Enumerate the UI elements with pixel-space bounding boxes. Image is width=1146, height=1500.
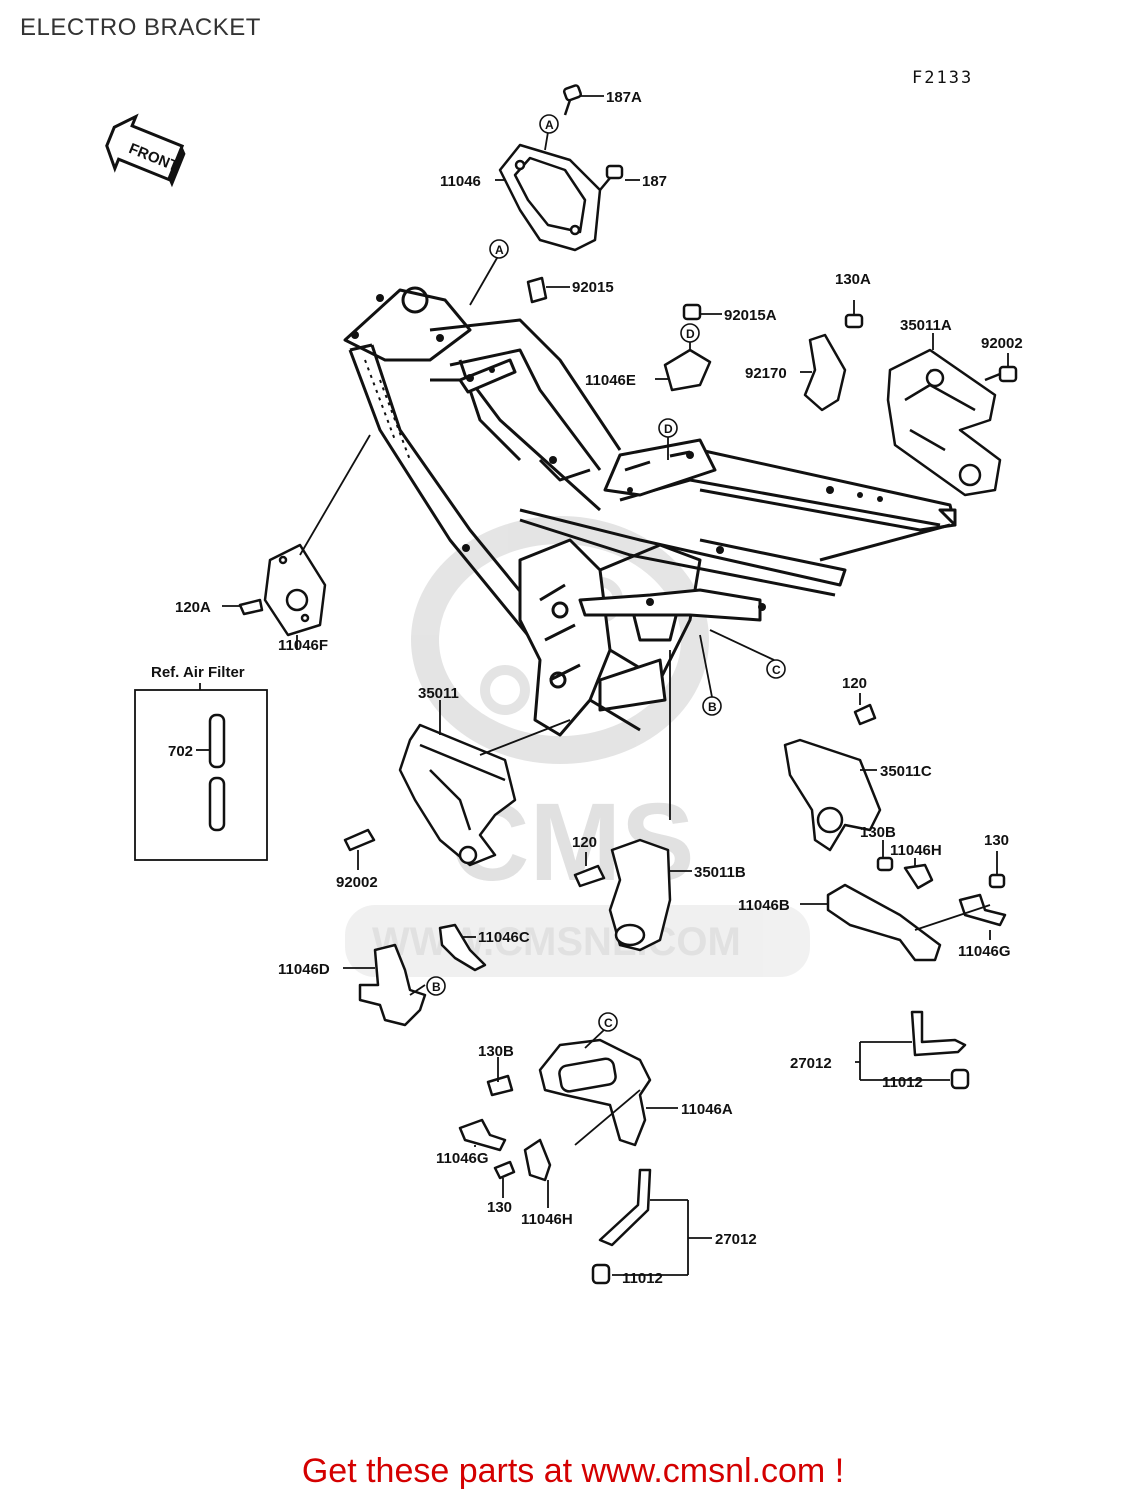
part-label: 120 — [572, 834, 597, 851]
part-label: 130B — [478, 1043, 514, 1060]
part-label: 130B — [860, 824, 896, 841]
part-label: 11046B — [738, 897, 790, 914]
part-label: 130 — [487, 1199, 512, 1216]
filter-tube-upper — [208, 713, 226, 769]
svg-text:B: B — [432, 980, 441, 994]
watermark-url: WWW.CMSNL.COM — [372, 920, 741, 964]
part-label: 11046 — [440, 173, 481, 190]
part-label: 27012 — [715, 1231, 757, 1248]
part-label: 11046H — [521, 1211, 573, 1228]
marker-a-frame: A — [489, 239, 509, 259]
svg-text:A: A — [545, 118, 554, 132]
part-label: 11046G — [436, 1150, 489, 1167]
svg-text:A: A — [495, 243, 504, 257]
svg-text:D: D — [664, 422, 673, 436]
ref-air-filter-box: Ref. Air Filter 702 — [134, 664, 268, 861]
svg-text:B: B — [708, 700, 717, 714]
part-label: 120A — [175, 599, 211, 616]
ref-box-title: Ref. Air Filter — [151, 664, 245, 681]
diagram-code: F2133 — [912, 68, 974, 88]
motorcycle-frame — [343, 286, 957, 737]
part-label: 35011 — [418, 685, 459, 702]
ref-box-part: 702 — [168, 743, 193, 760]
part-label: 27012 — [790, 1055, 832, 1072]
part-label: 35011A — [900, 317, 952, 334]
front-arrow-sign: FRONT — [105, 113, 186, 188]
part-shapes — [238, 84, 1018, 1285]
filter-tube-lower — [208, 776, 226, 832]
part-label: 92002 — [981, 335, 1023, 352]
marker-c-frame: C — [766, 659, 786, 679]
part-label: 11012 — [882, 1074, 923, 1091]
marker-a-top: A — [539, 114, 559, 134]
marker-b-frame: B — [702, 696, 722, 716]
part-label: 130 — [984, 832, 1009, 849]
part-label: 120 — [842, 675, 867, 692]
part-label: 11012 — [622, 1270, 663, 1287]
part-label: 92015A — [724, 307, 777, 324]
svg-text:D: D — [686, 327, 695, 341]
part-label: 11046F — [278, 637, 328, 654]
part-labels: 187A 11046 187 92015 92015A 11046E 130 A … — [175, 89, 1023, 1287]
part-label: 130A — [835, 271, 871, 288]
part-label: 187 — [642, 173, 667, 190]
part-label: 187A — [606, 89, 642, 106]
part-label: 92015 — [572, 279, 614, 296]
part-label: 11046C — [478, 929, 530, 946]
part-label: 35011B — [694, 864, 746, 881]
svg-text:C: C — [772, 663, 781, 677]
marker-b-bracket: B — [426, 976, 446, 996]
marker-d-top: D — [680, 323, 700, 343]
part-label: 35011C — [880, 763, 932, 780]
part-label: 11046G — [958, 943, 1011, 960]
section-markers: A A D D C B B C — [426, 114, 786, 1032]
part-label: 11046A — [681, 1101, 733, 1118]
part-label: 92170 — [745, 365, 787, 382]
part-label: 11046E — [585, 372, 636, 389]
marker-c-bracket: C — [598, 1012, 618, 1032]
marker-d-frame: D — [658, 418, 678, 438]
part-label: 11046D — [278, 961, 330, 978]
svg-text:C: C — [604, 1016, 613, 1030]
footer-link[interactable]: Get these parts at www.cmsnl.com ! — [301, 1452, 845, 1490]
part-label: 92002 — [336, 874, 378, 891]
page-title: ELECTRO BRACKET — [20, 14, 261, 41]
part-label: 11046H — [890, 842, 942, 859]
